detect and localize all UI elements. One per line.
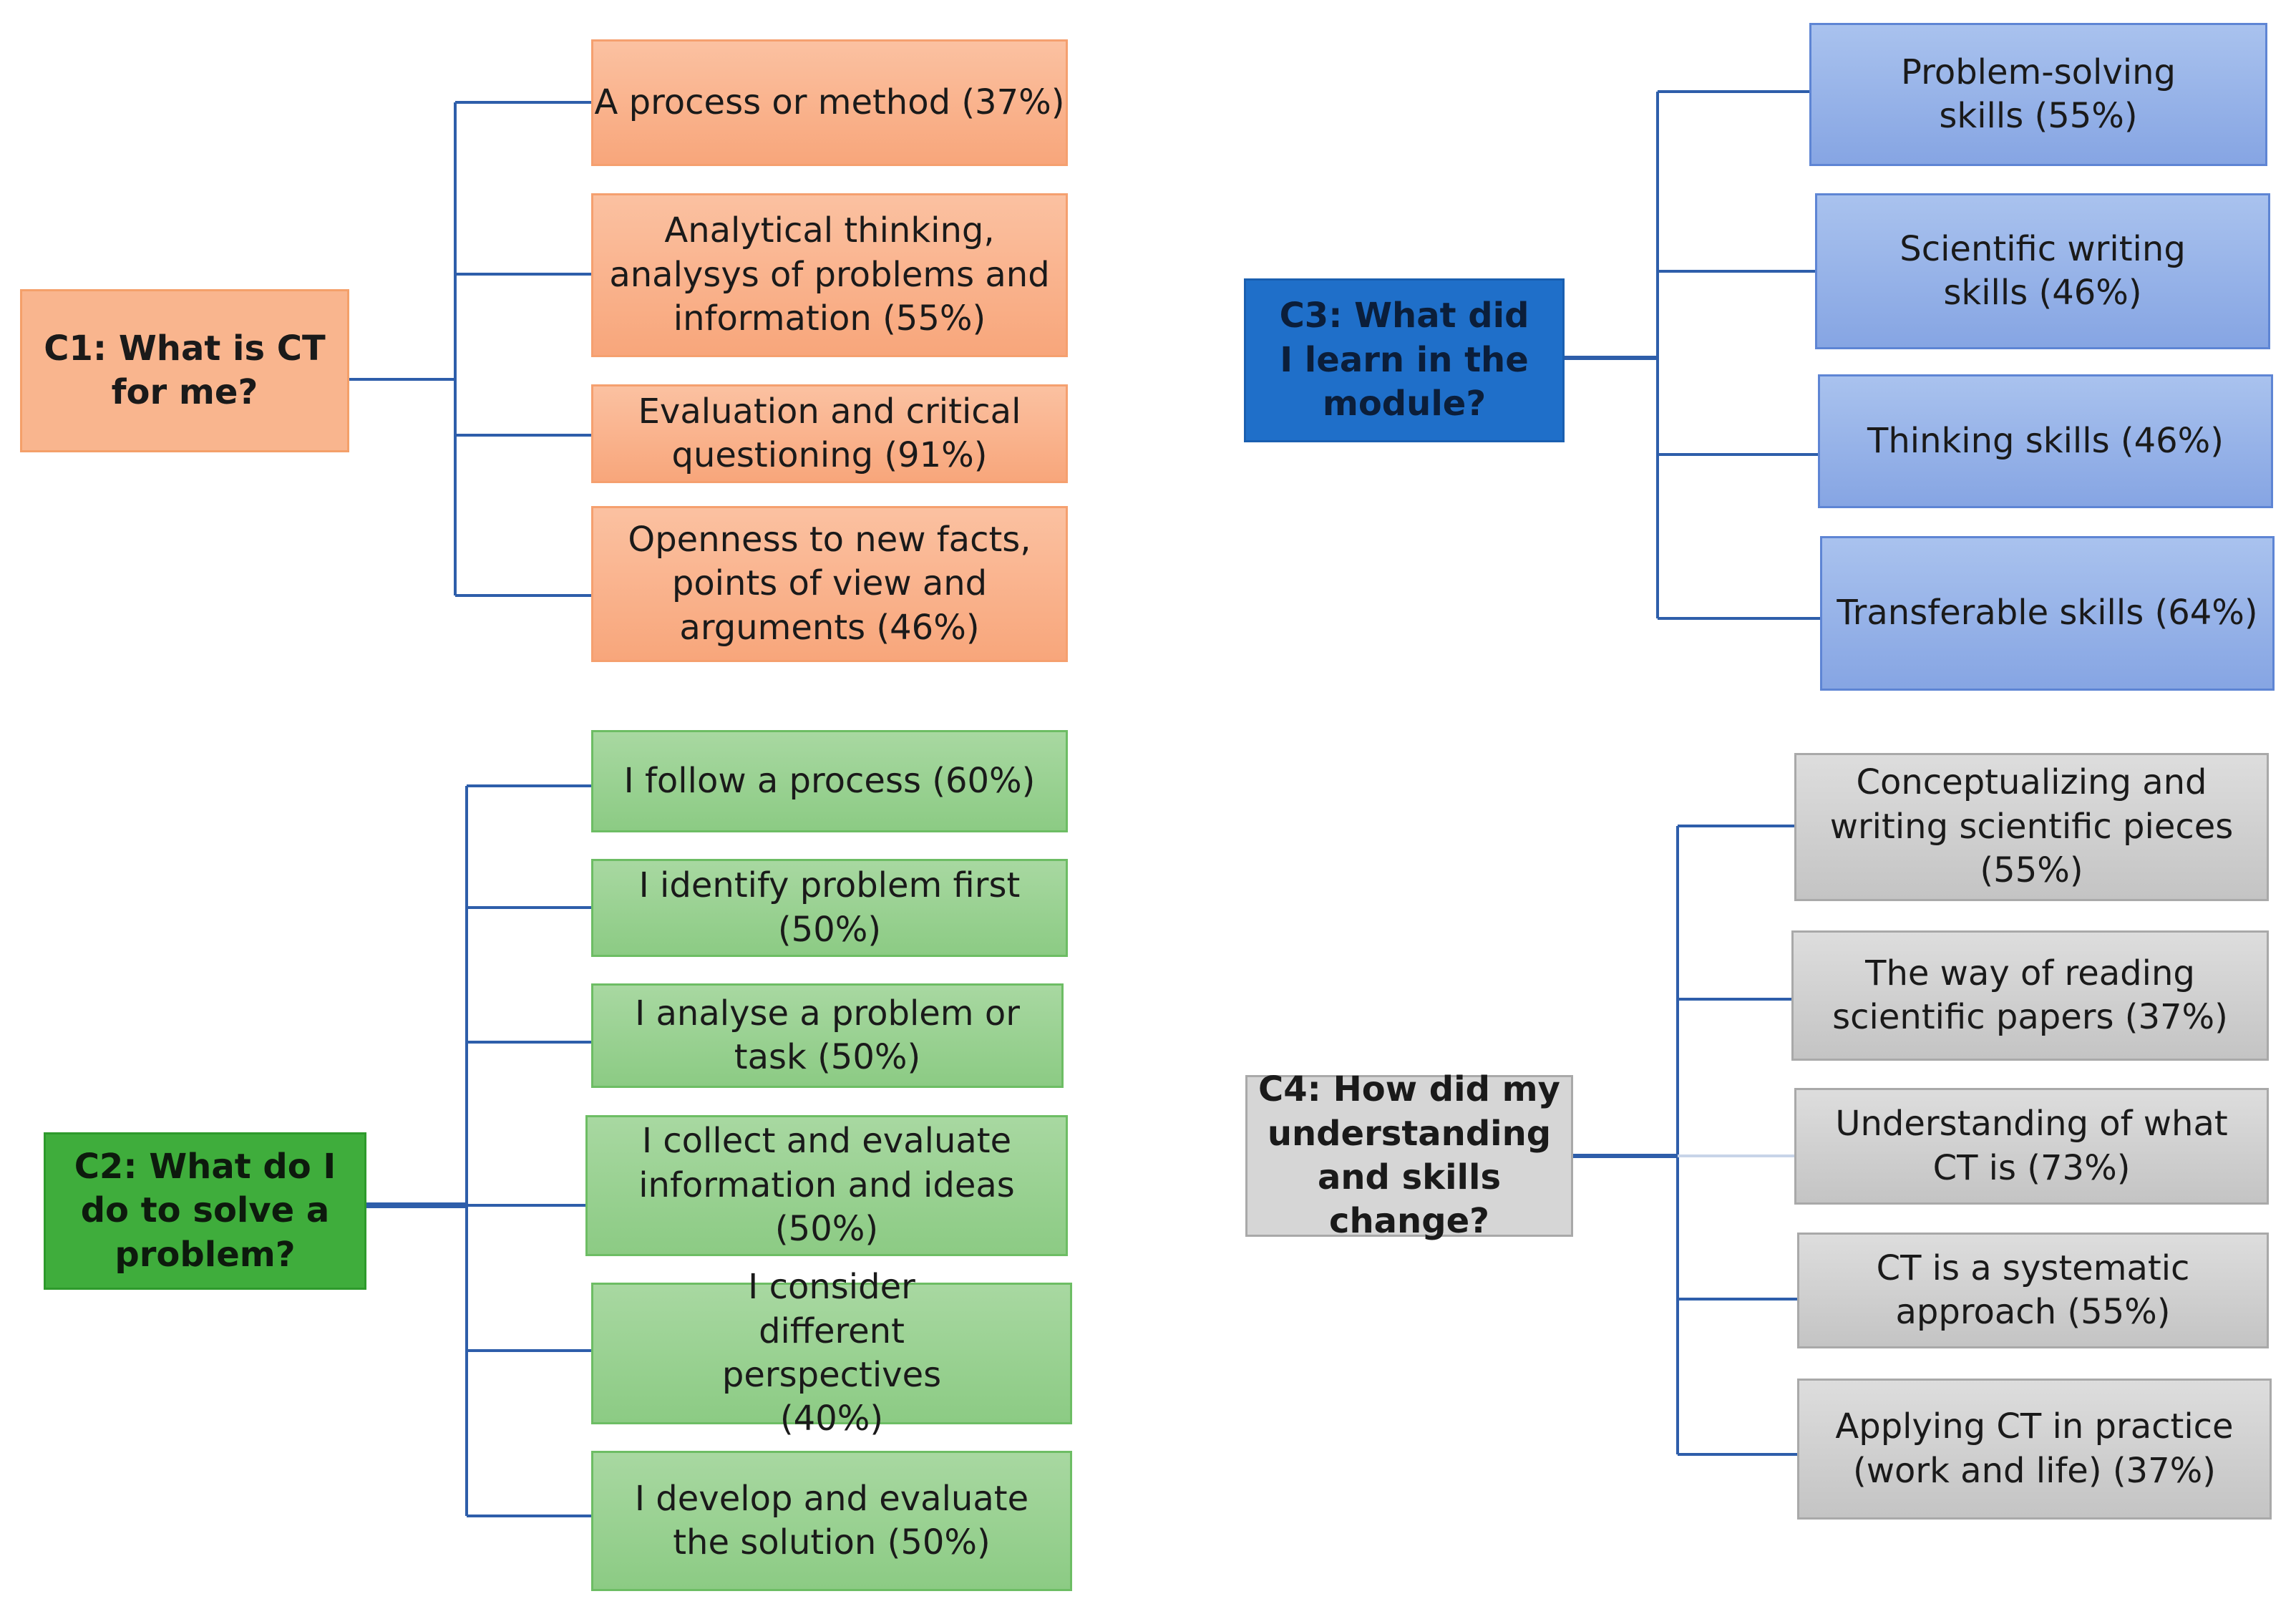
c4-item-4: CT is a systematic approach (55%) [1797,1233,2269,1348]
c4-item-4-label: CT is a systematic approach (55%) [1876,1248,2190,1332]
c4-item-3: Understanding of what CT is (73%) [1794,1088,2269,1205]
c4-title-box: C4: How did my understanding and skills … [1245,1069,1573,1241]
c3-item-4: Transferable skills (64%) [1820,536,2275,691]
c2-item-4-label: I collect and evaluate information and i… [638,1121,1015,1250]
c2-title-box: C2: What do I do to solve a problem? [44,1132,366,1290]
c2-item-5: I consider different perspectives (40%) [591,1267,1072,1439]
c1-item-2: Analytical thinking, analysys of problem… [591,193,1068,357]
c1-item-3-label: Evaluation and critical questioning (91%… [638,391,1021,475]
c3-item-3-label: Thinking skills (46%) [1867,420,2224,461]
c2-item-3-label: I analyse a problem or task (50%) [635,993,1020,1077]
c3-item-3: Thinking skills (46%) [1818,374,2273,508]
c4-item-5-label: Applying CT in practice (work and life) … [1835,1406,2234,1491]
c3-item-2-label: Scientific writing skills (46%) [1899,228,2186,313]
c2-item-5-label: I consider different perspectives (40%) [721,1267,942,1439]
c4-item-2: The way of reading scientific papers (37… [1791,930,2269,1061]
c1-item-2-label: Analytical thinking, analysys of problem… [609,210,1050,339]
c1-item-1-label: A process or method (37%) [594,82,1065,122]
c4-item-2-label: The way of reading scientific papers (37… [1832,953,2228,1037]
c1-title: C1: What is CT for me? [44,328,326,412]
c3-title-box: C3: What did I learn in the module? [1244,278,1565,442]
c2-title: C2: What do I do to solve a problem? [74,1146,336,1275]
c4-title: C4: How did my understanding and skills … [1258,1069,1560,1242]
c3-item-2: Scientific writing skills (46%) [1815,193,2270,349]
c1-title-box: C1: What is CT for me? [20,289,349,452]
c2-item-3: I analyse a problem or task (50%) [591,983,1064,1088]
c4-item-1: Conceptualizing and writing scientific p… [1794,753,2269,901]
c4-item-1-label: Conceptualizing and writing scientific p… [1829,762,2234,891]
c2-item-4: I collect and evaluate information and i… [585,1115,1068,1256]
c1-item-3: Evaluation and critical questioning (91%… [591,384,1068,483]
c3-item-1-label: Problem-solving skills (55%) [1901,52,2176,136]
c2-item-1: I follow a process (60%) [591,730,1068,832]
c3-item-4-label: Transferable skills (64%) [1837,593,2258,633]
c2-item-6: I develop and evaluate the solution (50%… [591,1451,1072,1591]
c1-item-4-label: Openness to new facts, points of view an… [628,519,1031,648]
c2-item-1-label: I follow a process (60%) [623,760,1036,801]
c2-item-2-label: I identify problem first (50%) [638,865,1021,950]
c4-item-3-label: Understanding of what CT is (73%) [1835,1104,2228,1188]
c3-item-1: Problem-solving skills (55%) [1809,23,2267,166]
c2-item-2: I identify problem first (50%) [591,859,1068,957]
c1-item-4: Openness to new facts, points of view an… [591,506,1068,662]
c2-item-6-label: I develop and evaluate the solution (50%… [634,1478,1029,1562]
c3-title: C3: What did I learn in the module? [1279,296,1529,424]
c4-item-5: Applying CT in practice (work and life) … [1797,1379,2272,1520]
c1-item-1: A process or method (37%) [591,39,1068,166]
